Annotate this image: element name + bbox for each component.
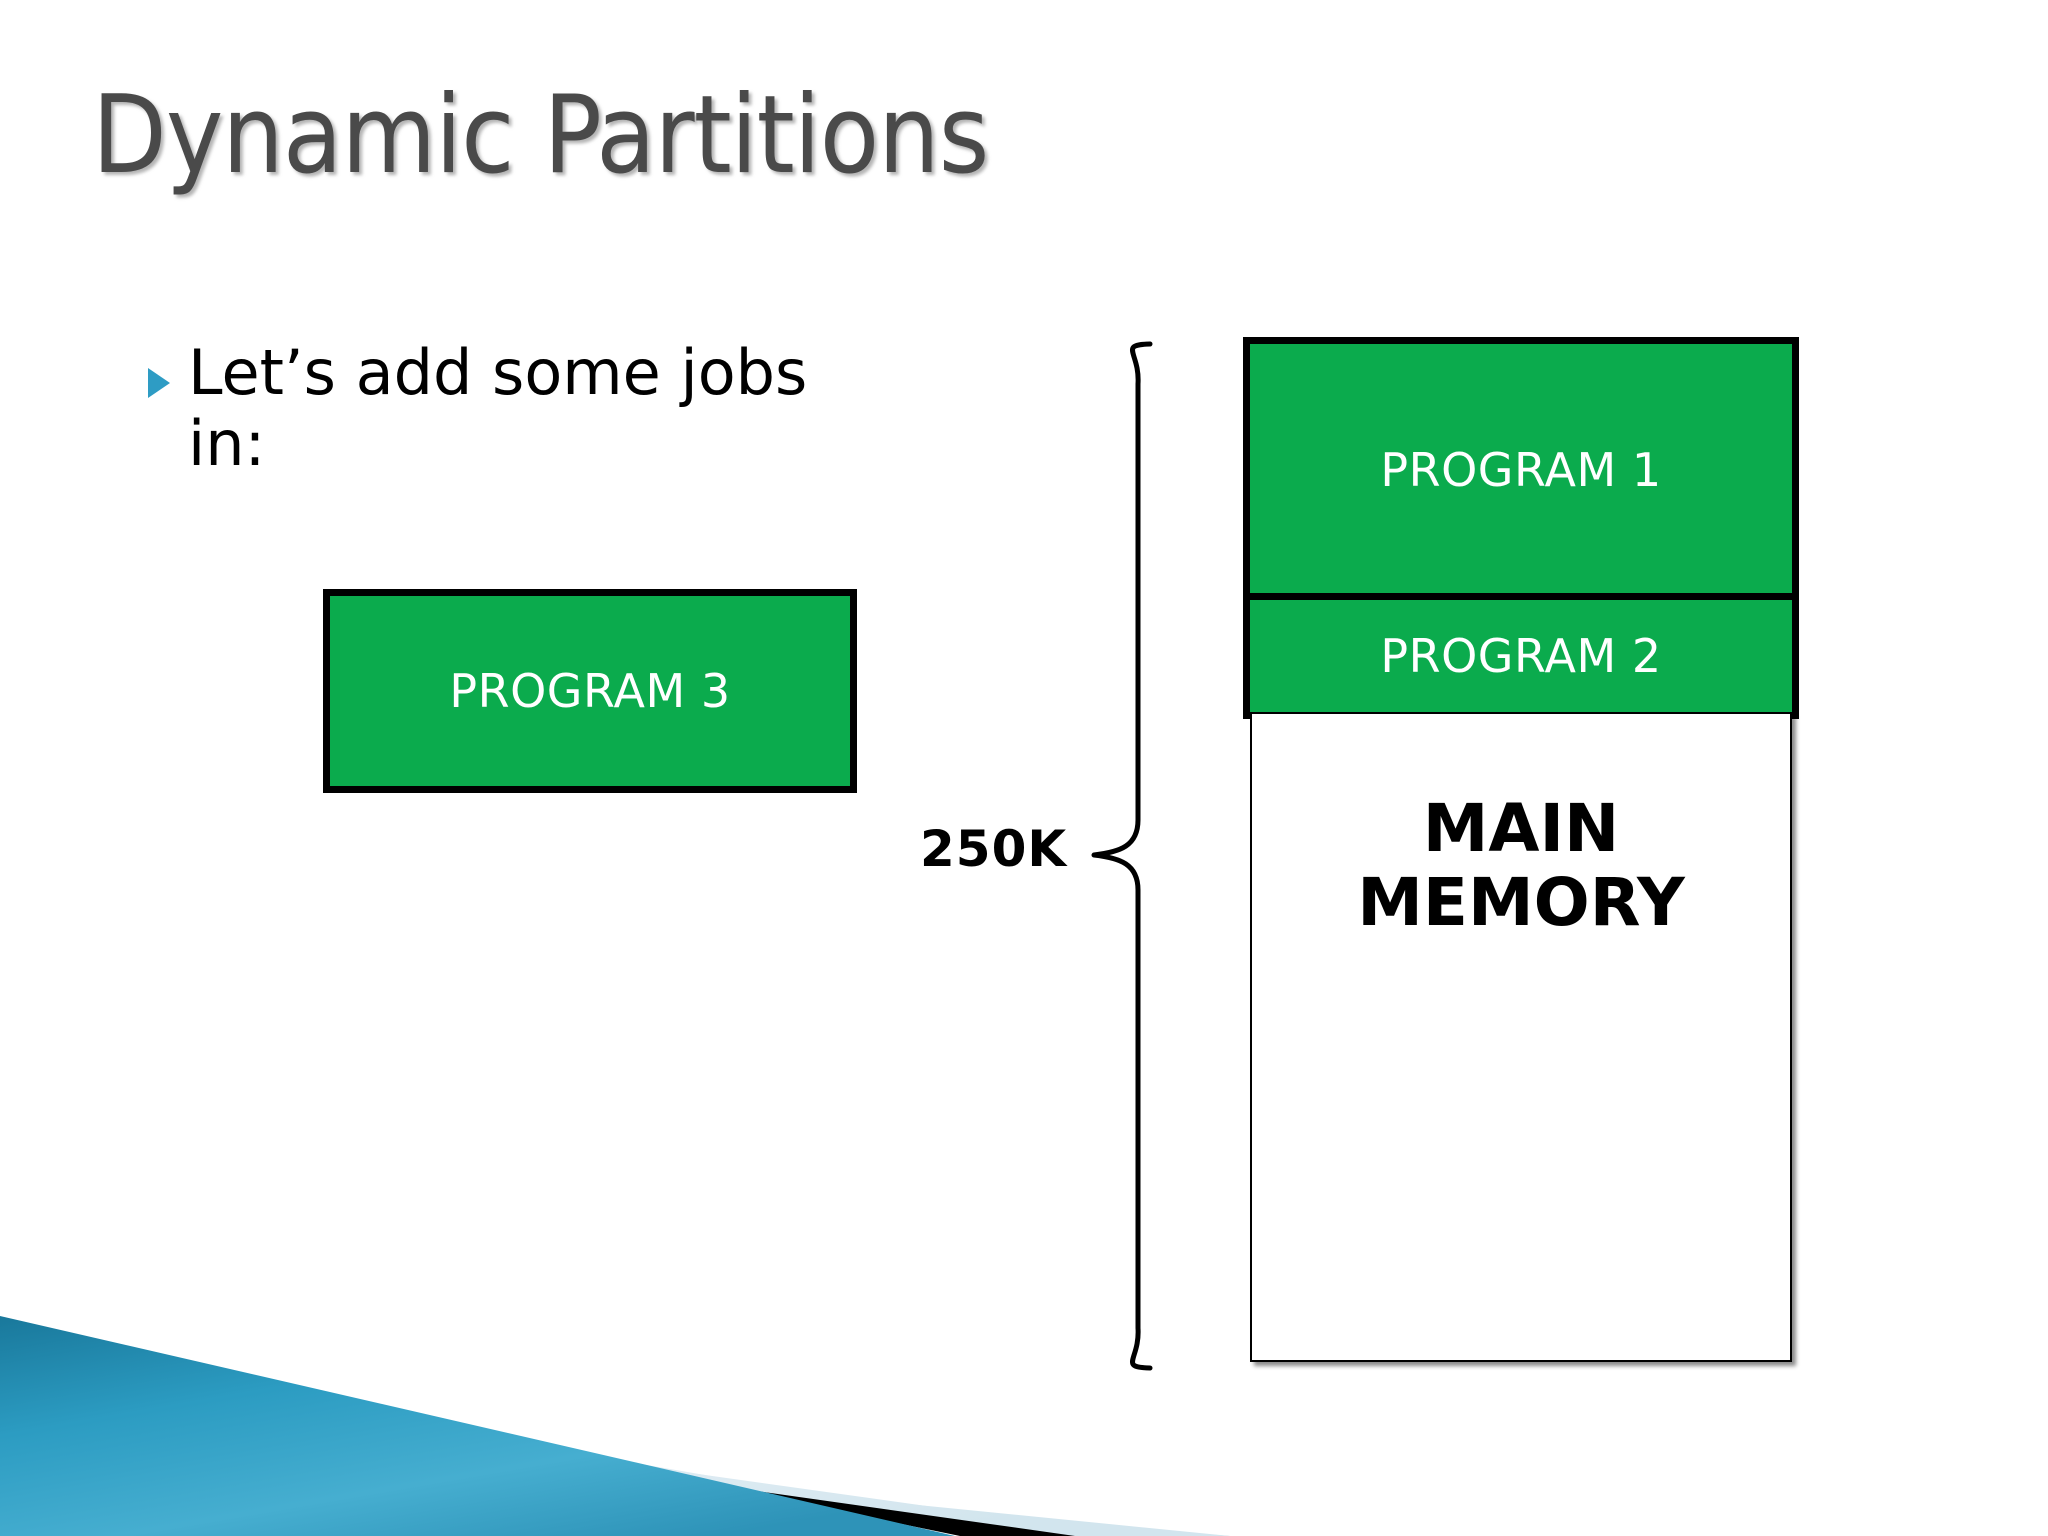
program-3-label: PROGRAM 3 — [449, 664, 731, 718]
triangle-bullet-icon — [146, 366, 172, 400]
program-1-label: PROGRAM 1 — [1380, 443, 1662, 497]
bottom-left-diagonal-band — [0, 1276, 1230, 1536]
program-2-block: PROGRAM 2 — [1243, 593, 1799, 719]
program-3-block: PROGRAM 3 — [323, 589, 857, 793]
list-item: Let’s add some jobs in: — [146, 336, 866, 480]
main-memory-label: MAIN MEMORY — [1357, 790, 1685, 941]
program-2-label: PROGRAM 2 — [1380, 629, 1662, 683]
bullet-text: Let’s add some jobs in: — [188, 336, 808, 480]
main-memory-column: PROGRAM 1 PROGRAM 2 MAIN MEMORY — [1243, 337, 1799, 1362]
left-curly-brace-icon — [1078, 336, 1158, 1376]
program-1-block: PROGRAM 1 — [1243, 337, 1799, 603]
free-memory-block: MAIN MEMORY — [1250, 712, 1792, 1362]
memory-size-label: 250K — [920, 820, 1068, 878]
bullet-list: Let’s add some jobs in: — [146, 336, 866, 480]
page-title: Dynamic Partitions — [92, 73, 989, 198]
